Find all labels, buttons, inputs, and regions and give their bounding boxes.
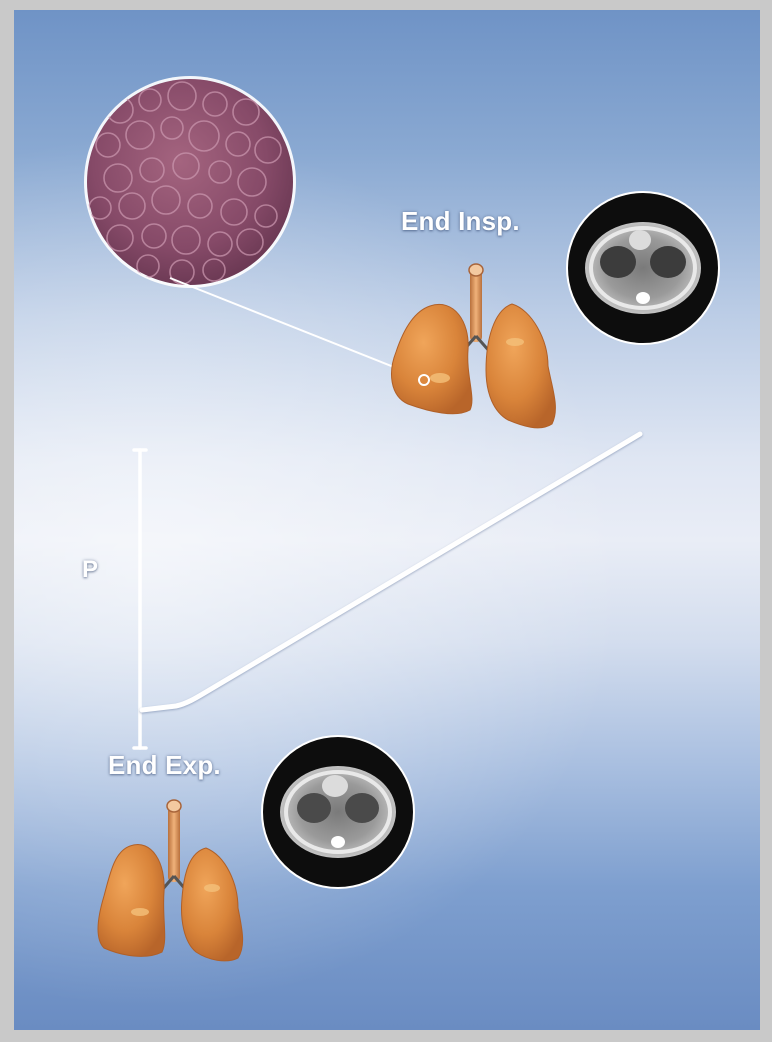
pressure-axis: [134, 450, 146, 748]
leader-line: [170, 278, 424, 379]
inflated-lungs-icon: [392, 264, 556, 428]
histology-micrograph: [84, 76, 296, 288]
end-inspiration-label: End Insp.: [401, 206, 520, 237]
pressure-volume-curve: [142, 434, 640, 710]
ct-scan-insp: [567, 192, 719, 344]
ct-scan-exp: [262, 736, 414, 888]
pressure-axis-label: P: [82, 556, 98, 584]
end-expiration-label: End Exp.: [108, 750, 221, 781]
deflated-lungs-icon: [98, 800, 243, 961]
